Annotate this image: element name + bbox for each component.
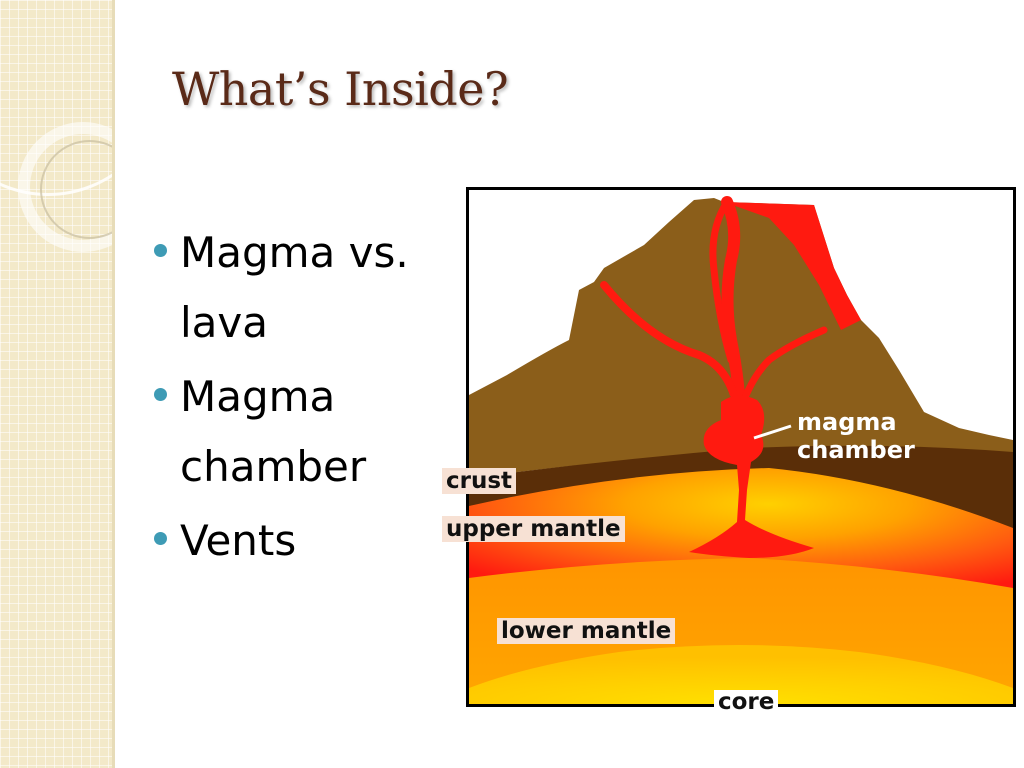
slide-title: What’s Inside? [172, 62, 509, 116]
core-layer [469, 645, 1013, 704]
decorative-sidebar [0, 0, 112, 768]
bullet-dot-icon [154, 388, 167, 401]
bullet-item: Vents [150, 506, 450, 576]
bullet-item: Magma vs. lava [150, 218, 450, 358]
magma-chamber-label-line2: chamber [797, 436, 915, 464]
lower-mantle-label: lower mantle [497, 618, 676, 644]
crust-layer [469, 445, 1013, 528]
lava-flow [724, 202, 861, 330]
upper-mantle-label: upper mantle [442, 516, 625, 542]
bullet-dot-icon [154, 244, 167, 257]
magma-chamber [689, 395, 814, 558]
bullet-text: Magma vs. lava [180, 228, 409, 347]
magma-chamber-label: magma chamber [797, 408, 915, 464]
bullet-dot-icon [154, 532, 167, 545]
core-label: core [714, 690, 779, 714]
bullet-list: Magma vs. lava Magma chamber Vents [150, 218, 450, 580]
magma-vents [600, 196, 828, 404]
bullet-item: Magma chamber [150, 362, 450, 502]
volcano-cone [469, 198, 1013, 478]
bullet-text: Magma chamber [180, 372, 367, 491]
magma-chamber-pointer [753, 424, 792, 440]
crust-label: crust [442, 468, 517, 494]
magma-chamber-label-line1: magma [797, 408, 897, 436]
volcano-cross-section-image [469, 190, 1013, 704]
volcano-diagram: magma chamber lower mantle [466, 187, 1016, 707]
sidebar-divider [112, 0, 115, 768]
bullet-text: Vents [180, 516, 297, 565]
